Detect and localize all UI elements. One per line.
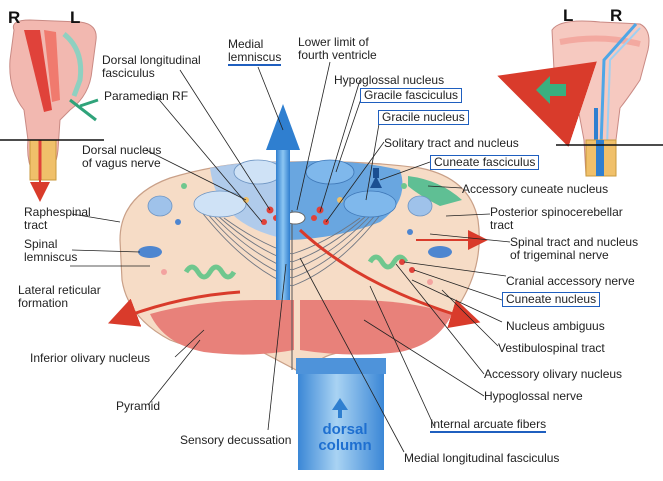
label-hypoglossal-nucleus: Hypoglossal nucleus [334,73,445,87]
label-gracile-fasciculus: Gracile fasciculus [360,88,463,103]
label-inferior-olivary-nucleus: Inferior olivary nucleus [30,351,151,365]
left-side-marker-left-inset: L [70,8,81,27]
label-cuneate-nucleus: Cuneate nucleus [502,292,601,307]
dorsal-column-block [296,358,386,470]
label-spinal-lemniscus: Spinal lemniscus [24,237,78,264]
label-nucleus-ambiguus: Nucleus ambiguus [506,319,605,333]
label-cranial-accessory-nerve: Cranial accessory nerve [506,274,635,288]
label-internal-arcuate-fibers: Internal arcuate fibers [430,417,547,433]
label-dorsal-column: dorsal column [318,421,372,454]
label-vestibulospinal-tract: Vestibulospinal tract [498,341,605,355]
label-medial-lemniscus: Medial lemniscus [228,37,282,66]
right-brainstem-inset [497,20,650,177]
label-hypoglossal-nerve: Hypoglossal nerve [484,389,583,403]
label-lower-limit-fourth-ventricle: Lower limit of fourth ventricle [298,35,377,62]
label-accessory-cuneate-nucleus: Accessory cuneate nucleus [462,182,609,196]
medulla-section [107,104,488,373]
label-gracile-nucleus: Gracile nucleus [378,110,469,125]
label-pyramid: Pyramid [116,399,161,413]
label-spinal-trigeminal: Spinal tract and nucleus of trigeminal n… [510,235,639,262]
right-side-marker-right-inset: R [610,6,623,25]
label-raphespinal-tract: Raphespinal tract [24,205,91,232]
label-dorsal-longitudinal-fasciculus: Dorsal longitudinal fasciculus [102,53,201,80]
label-solitary-tract-nucleus: Solitary tract and nucleus [384,136,519,150]
label-paramedian-rf: Paramedian RF [104,89,189,103]
right-side-marker-left-inset: R [8,8,21,27]
label-cuneate-fasciculus: Cuneate fasciculus [430,155,540,170]
label-sensory-decussation: Sensory decussation [180,433,292,447]
left-side-marker-right-inset: L [563,6,574,25]
left-brainstem-inset [9,19,99,202]
label-posterior-spinocerebellar-tract: Posterior spinocerebellar tract [490,205,623,232]
label-dorsal-nucleus-vagus: Dorsal nucleus of vagus nerve [82,143,162,170]
label-medial-longitudinal-fasciculus: Medial longitudinal fasciculus [404,451,560,465]
label-lateral-reticular-formation: Lateral reticular formation [18,283,101,310]
label-accessory-olivary-nucleus: Accessory olivary nucleus [484,367,623,381]
